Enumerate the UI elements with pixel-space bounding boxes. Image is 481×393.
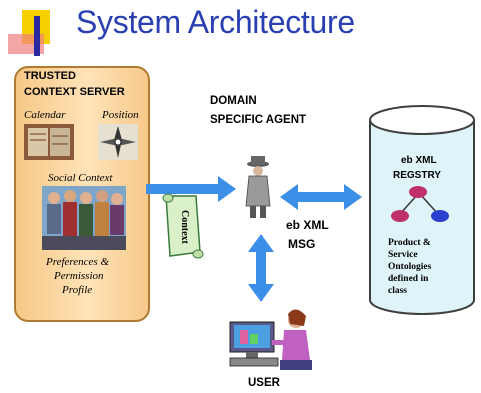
arrow-agent-user <box>248 234 274 302</box>
compass-icon <box>98 124 138 160</box>
title-logo-icon <box>8 10 50 56</box>
user-label: USER <box>248 377 280 389</box>
arrow-agent-registry <box>280 184 362 210</box>
registry-label-line1: eb XML <box>401 155 437 166</box>
ontology-tree-icon <box>391 186 449 222</box>
preferences-label-line3: Profile <box>62 284 93 296</box>
calendar-label: Calendar <box>24 109 66 121</box>
preferences-label-line2: Permission <box>54 270 104 282</box>
context-scroll-label: Context <box>179 210 190 244</box>
agent-figure-icon <box>245 156 271 218</box>
calendar-icon <box>24 124 74 160</box>
arrow-server-to-agent <box>146 176 236 202</box>
server-title-line2: CONTEXT SERVER <box>24 86 125 98</box>
position-label: Position <box>102 109 139 121</box>
preferences-label-line1: Preferences & <box>46 256 110 268</box>
user-at-computer-icon <box>229 309 312 370</box>
registry-label-line2: REGSTRY <box>393 170 441 181</box>
social-context-label: Social Context <box>48 172 113 184</box>
page-title: System Architecture <box>76 4 355 40</box>
registry-cylinder <box>369 105 475 315</box>
server-title-line1: TRUSTED <box>24 70 76 82</box>
crowd-icon <box>42 186 126 250</box>
domain-agent-label-line1: DOMAIN <box>210 95 257 107</box>
ebxml-msg-label-line2: MSG <box>288 237 316 251</box>
registry-description: Product & Service Ontologies defined in … <box>388 238 432 296</box>
domain-agent-label-line2: SPECIFIC AGENT <box>210 114 307 126</box>
ebxml-msg-label-line1: eb XML <box>286 218 329 232</box>
context-scroll-icon <box>162 193 204 259</box>
